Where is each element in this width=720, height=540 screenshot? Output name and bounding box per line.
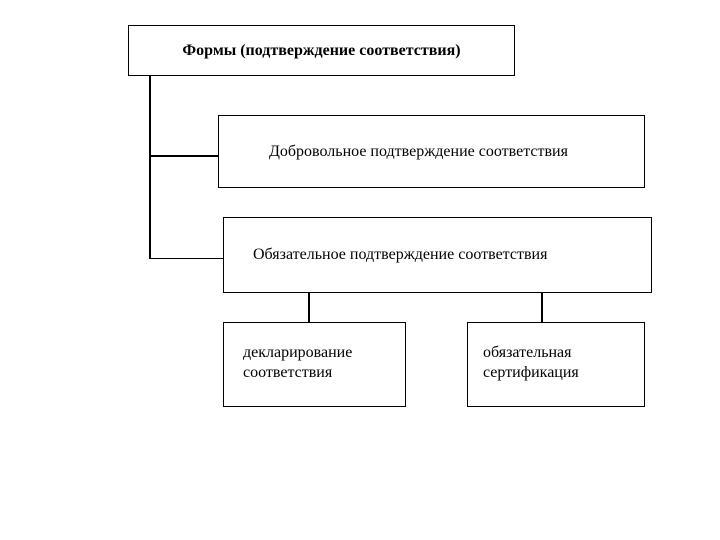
node-voluntary-confirmation: Добровольное подтверждение соответствия bbox=[218, 115, 645, 188]
node-mandatory-certification-label: обязательная сертификация bbox=[483, 344, 579, 381]
node-declaration-of-conformity-label: декларирование соответствия bbox=[243, 344, 353, 381]
node-mandatory-confirmation: Обязательное подтверждение соответствия bbox=[223, 217, 652, 293]
node-forms-title: Формы (подтверждение соответствия) bbox=[128, 25, 515, 76]
node-mandatory-confirmation-label: Обязательное подтверждение соответствия bbox=[253, 246, 548, 263]
connector-root-to-voluntary bbox=[149, 155, 218, 157]
node-forms-title-label: Формы (подтверждение соответствия) bbox=[182, 41, 461, 59]
node-declaration-of-conformity: декларирование соответствия bbox=[223, 322, 406, 407]
connector-mandatory-to-declaration bbox=[308, 293, 310, 322]
connector-root-trunk bbox=[149, 76, 151, 259]
connector-root-to-mandatory bbox=[149, 257, 223, 259]
node-voluntary-confirmation-label: Добровольное подтверждение соответствия bbox=[269, 142, 568, 160]
node-mandatory-certification: обязательная сертификация bbox=[467, 322, 645, 407]
connector-mandatory-to-certification bbox=[541, 293, 543, 322]
